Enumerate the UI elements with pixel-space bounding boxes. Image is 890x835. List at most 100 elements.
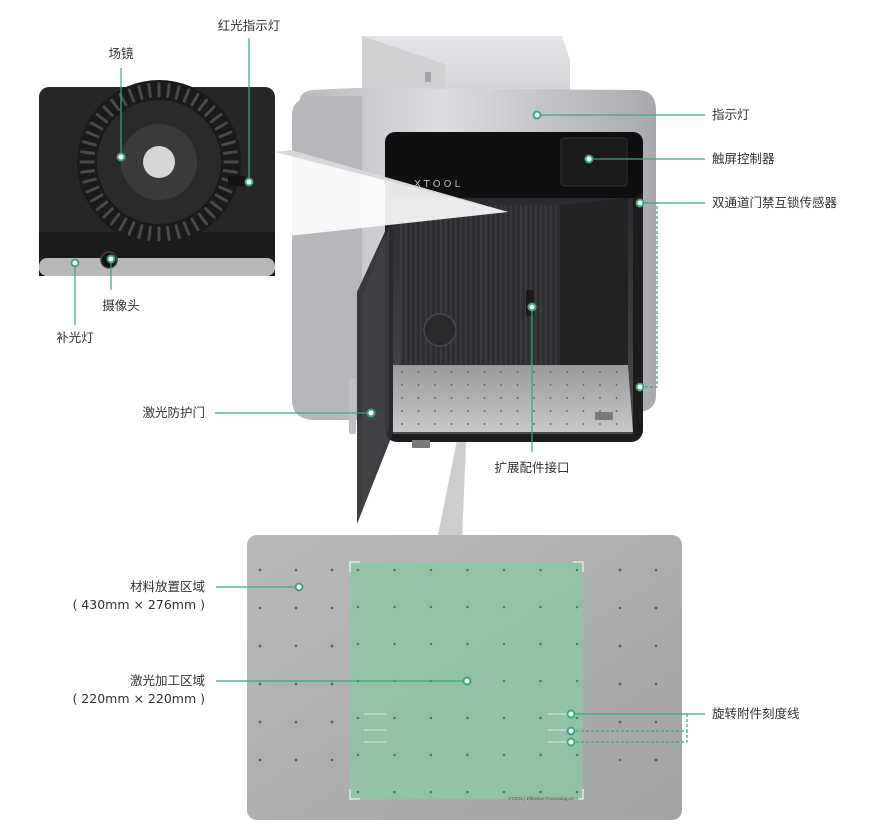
floor-hole: [417, 384, 420, 386]
lens-vent-slot: [174, 224, 181, 239]
plate-hole: [330, 682, 334, 686]
floor-hole: [615, 423, 618, 425]
floor-hole: [599, 410, 601, 412]
zone-dot: [502, 605, 506, 609]
floor-hole: [483, 371, 486, 373]
lens-vent-slot: [209, 113, 223, 124]
floor-hole: [566, 384, 568, 386]
zone-dot: [502, 568, 506, 572]
floor-hole: [483, 423, 486, 425]
lens-vent-slot: [127, 88, 136, 103]
zone-dot: [539, 642, 542, 646]
camera-label: 摄像头: [102, 298, 140, 313]
floor-hole: [615, 410, 618, 412]
plate-hole: [654, 606, 658, 610]
indicator-label: 指示灯: [712, 107, 750, 122]
material-area-callout-dot: [294, 582, 304, 592]
lens-vent-slot: [197, 212, 208, 226]
interlock-callout-dot-top: [635, 198, 645, 208]
floor-hole: [533, 371, 535, 373]
zone-dot: [393, 605, 396, 609]
zone-dot: [502, 679, 506, 683]
plate-hole: [330, 720, 334, 724]
floor-hole: [417, 371, 420, 373]
zone-dot: [356, 790, 360, 794]
laser-area-size: ( 220mm × 220mm ): [72, 691, 205, 706]
red-light-module: [228, 176, 246, 186]
plate-hole: [294, 682, 298, 686]
plate-hole: [618, 720, 622, 724]
zone-dot: [429, 716, 433, 720]
laser-door-glass: [362, 228, 389, 512]
lens-vent-slot: [174, 85, 181, 100]
expansion-label: 扩展配件接口: [494, 460, 570, 475]
red-light-label: 红光指示灯: [217, 18, 281, 33]
zone-dot: [429, 605, 433, 609]
floor-hole: [500, 384, 502, 386]
zoom-beam-inset-edge: [275, 150, 508, 212]
plate-hole: [654, 568, 658, 572]
floor-hole: [434, 410, 436, 412]
plate-hole: [618, 568, 622, 572]
floor-hole: [582, 423, 585, 425]
zoom-beam-inset: [270, 150, 508, 238]
floor-hole: [450, 371, 453, 373]
zone-dot: [356, 642, 360, 646]
rotary-callout-dot-3: [566, 737, 576, 747]
floor-hole: [549, 423, 552, 425]
floor-hole: [615, 384, 618, 386]
lens-vent-slot: [137, 85, 144, 100]
plate-hole: [294, 606, 298, 610]
lens-vent-slot: [190, 92, 200, 107]
plate-hole: [330, 644, 334, 648]
zone-dot: [575, 568, 579, 572]
lens-vent-slot: [137, 224, 144, 239]
lens-vent-slot: [95, 113, 109, 124]
floor-hole: [549, 371, 552, 373]
lens-vent-slot: [166, 225, 171, 241]
lens-vent-slot: [214, 193, 229, 203]
floor-hole: [467, 423, 469, 425]
floor-hole: [450, 410, 453, 412]
plate-hole: [618, 682, 622, 686]
lens-vent-slot: [182, 88, 191, 103]
floor-hole: [582, 410, 585, 412]
floor-hole: [516, 371, 519, 373]
lens-vent-slot: [89, 193, 104, 203]
zone-dot: [393, 642, 396, 646]
indicator-callout-dot: [532, 110, 542, 120]
floor-hole: [599, 371, 601, 373]
zone-dot: [502, 716, 506, 720]
lens-callout-dot: [116, 152, 126, 162]
floor-hole: [599, 397, 601, 399]
floor-hole: [533, 384, 535, 386]
floor-hole: [516, 423, 519, 425]
zone-dot: [393, 716, 396, 720]
floor-hole: [401, 410, 403, 412]
interlock-callout-dot-bottom: [635, 382, 645, 392]
floor-hole: [533, 423, 535, 425]
plate-hole: [258, 682, 262, 686]
plate-hole: [654, 644, 658, 648]
floor-hole: [500, 397, 502, 399]
zone-dot: [539, 753, 542, 757]
zone-dot: [502, 790, 506, 794]
camera-callout-dot: [106, 254, 116, 264]
floor-hole: [450, 384, 453, 386]
floor-hole: [582, 371, 585, 373]
fill-light-callout-dot: [70, 258, 80, 268]
floor-hole: [434, 384, 436, 386]
lens-vent-slot: [218, 130, 233, 139]
laser-zone-dot-grid: [356, 568, 579, 794]
lens-vent-slot: [102, 105, 114, 117]
floor-hole: [483, 397, 486, 399]
floor-hole: [615, 397, 618, 399]
lens-vent-slot: [82, 140, 97, 147]
lens-vent-slot: [102, 207, 114, 219]
lens-vent-slot: [222, 169, 238, 174]
floor-hole: [483, 384, 486, 386]
plate-hole: [294, 644, 298, 648]
zone-dot: [356, 568, 360, 572]
lens-vent-slot: [190, 217, 200, 232]
lens-vent-slot: [110, 98, 121, 112]
